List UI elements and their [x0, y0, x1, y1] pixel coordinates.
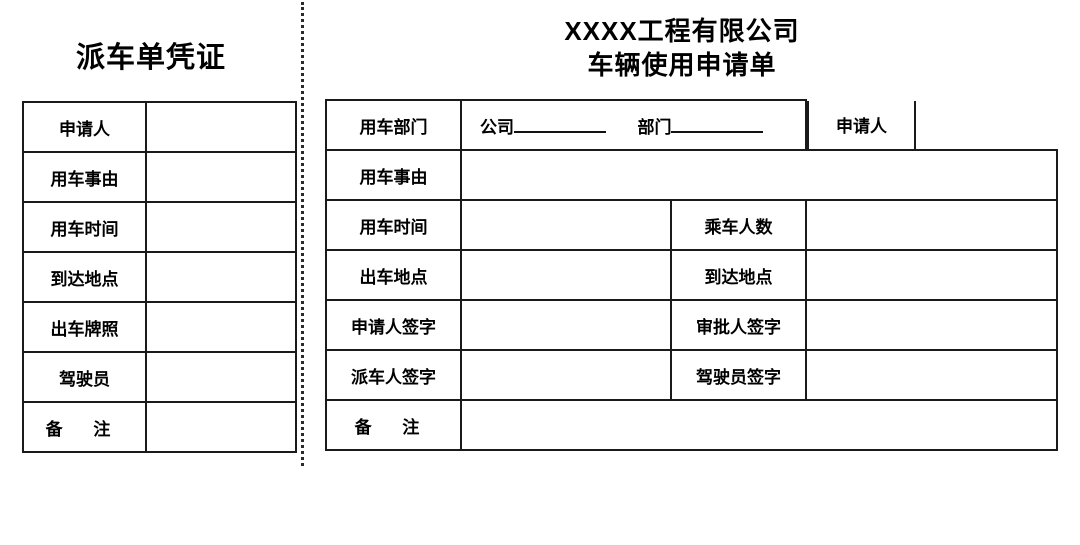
table-row: 备 注	[325, 399, 1058, 451]
table-row: 申请人	[22, 101, 297, 153]
company-name: XXXX工程有限公司	[564, 16, 800, 46]
stub-label-time: 用车时间	[22, 201, 147, 253]
stub-value-plate[interactable]	[145, 301, 297, 353]
department-field-label: 部门	[637, 117, 672, 137]
table-row: 用车时间 乘车人数	[325, 199, 1058, 251]
form-value-destination[interactable]	[805, 249, 1058, 301]
table-row: 驾驶员	[22, 351, 297, 403]
form-label-using-department: 用车部门	[325, 99, 462, 151]
table-row: 用车事由	[22, 151, 297, 203]
form-label-time: 用车时间	[325, 199, 462, 251]
stub-title: 派车单凭证	[75, 42, 226, 74]
form-label-destination: 到达地点	[670, 249, 807, 301]
stub-label-destination: 到达地点	[22, 251, 147, 303]
form-row1-applicant-group: 申请人	[806, 100, 1057, 150]
table-row: 申请人签字 审批人签字	[325, 299, 1058, 351]
stub-value-remarks[interactable]	[145, 401, 297, 453]
stub-value-reason[interactable]	[145, 151, 297, 203]
stub-label-reason: 用车事由	[22, 151, 147, 203]
form-label-departure-place: 出车地点	[325, 249, 462, 301]
form-value-approver-signature[interactable]	[805, 299, 1058, 351]
form-title: 车辆使用申请单	[587, 50, 777, 80]
form-value-using-department[interactable]: 公司 部门	[460, 99, 807, 151]
stub-value-destination[interactable]	[145, 251, 297, 303]
stub-table: 申请人 用车事由 用车时间 到达地点 出车牌照 驾驶员	[22, 101, 297, 453]
perforation-divider	[301, 2, 304, 466]
form-label-reason: 用车事由	[325, 149, 462, 201]
form-label-driver-signature: 驾驶员签字	[670, 349, 807, 401]
form-value-remarks[interactable]	[460, 399, 1058, 451]
form-value-applicant-signature[interactable]	[460, 299, 672, 351]
stub-label-remarks: 备 注	[22, 401, 147, 453]
form-label-dispatcher-signature: 派车人签字	[325, 349, 462, 401]
form-label-applicant: 申请人	[807, 100, 916, 149]
form-value-reason[interactable]	[460, 149, 1058, 201]
form-label-remarks: 备 注	[325, 399, 462, 451]
stub-label-applicant: 申请人	[22, 101, 147, 153]
company-field-label: 公司	[480, 117, 514, 137]
stub-label-driver: 驾驶员	[22, 351, 147, 403]
form-value-driver-signature[interactable]	[805, 349, 1058, 401]
table-row: 派车人签字 驾驶员签字	[325, 349, 1058, 401]
table-row: 出车地点 到达地点	[325, 249, 1058, 301]
table-row: 用车部门 公司 部门 申请人	[325, 99, 1057, 151]
form-label-applicant-signature: 申请人签字	[325, 299, 462, 351]
form-value-departure-place[interactable]	[460, 249, 672, 301]
table-row: 到达地点	[22, 251, 297, 303]
application-table: 用车部门 公司 部门 申请人	[325, 99, 1058, 451]
form-label-approver-signature: 审批人签字	[670, 299, 807, 351]
department-field-input[interactable]	[671, 130, 764, 133]
table-row: 用车时间	[22, 201, 297, 253]
form-value-time[interactable]	[460, 199, 672, 251]
stub-value-applicant[interactable]	[145, 101, 297, 153]
stub-value-driver[interactable]	[145, 351, 297, 403]
form-value-applicant[interactable]	[915, 101, 1057, 149]
form-title-block: XXXX工程有限公司 车辆使用申请单	[302, 14, 1062, 82]
stub-label-plate: 出车牌照	[22, 301, 147, 353]
table-row: 用车事由	[325, 149, 1058, 201]
table-row: 备 注	[22, 401, 297, 453]
form-label-passenger-count: 乘车人数	[670, 199, 807, 251]
vehicle-application-section: XXXX工程有限公司 车辆使用申请单 用车部门 公司 部门	[302, 0, 1080, 545]
table-row: 出车牌照	[22, 301, 297, 353]
form-value-passenger-count[interactable]	[805, 199, 1058, 251]
form-value-dispatcher-signature[interactable]	[460, 349, 672, 401]
stub-value-time[interactable]	[145, 201, 297, 253]
dispatch-stub-section: 派车单凭证 申请人 用车事由 用车时间 到达地点 出车牌照	[0, 0, 302, 545]
company-field-input[interactable]	[514, 130, 606, 133]
